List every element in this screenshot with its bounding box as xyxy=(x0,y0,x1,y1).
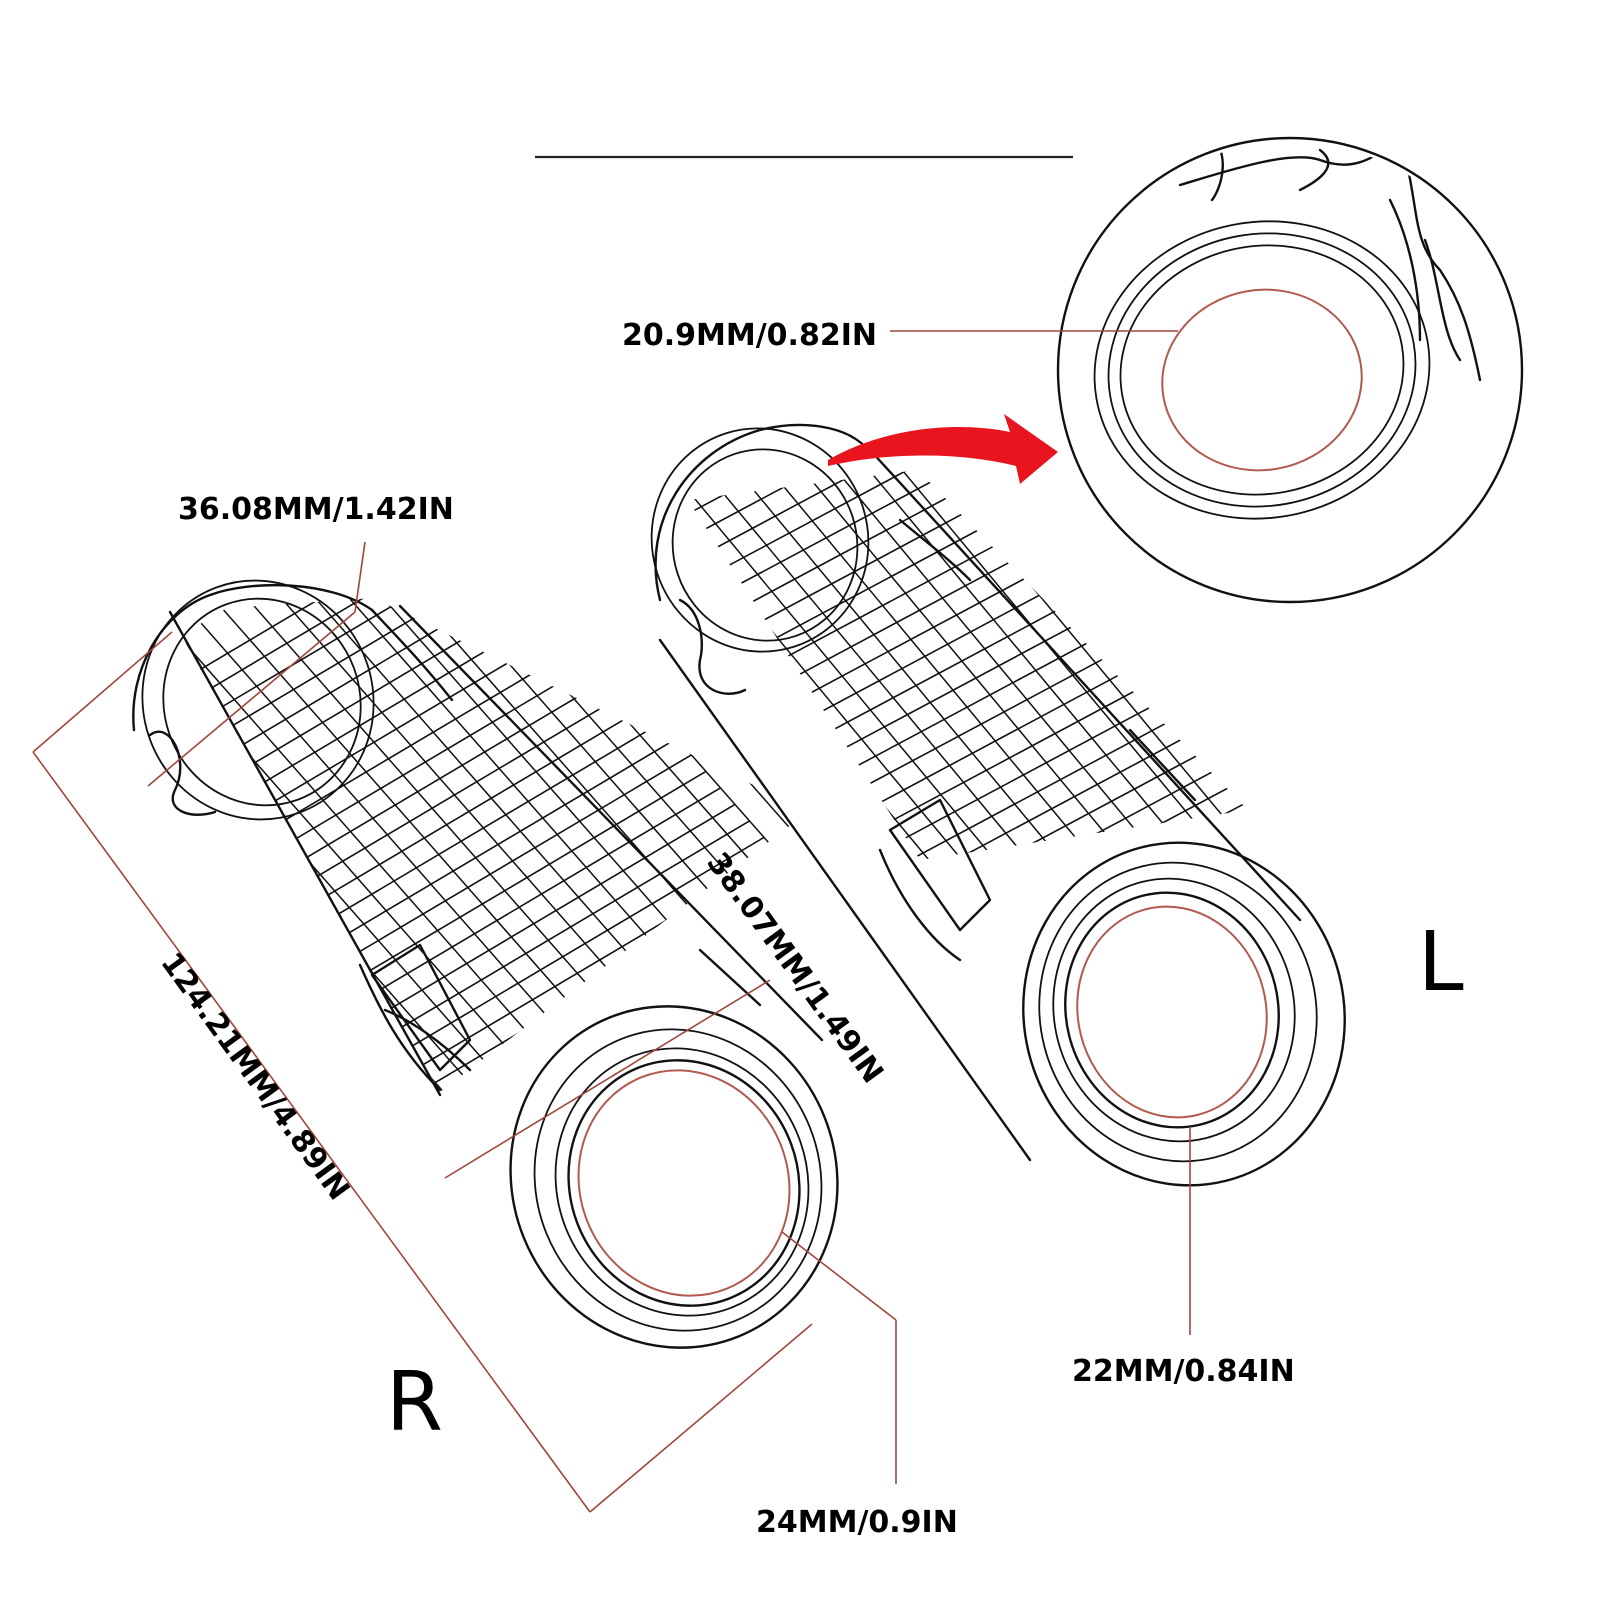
right-grip-inner-diameter-label: 24MM/0.9IN xyxy=(756,1505,958,1540)
right-grip-outer-diameter-label: 38.07MM/1.49IN xyxy=(700,846,890,1090)
right-grip-length-label: 124.21MM/4.89IN xyxy=(154,946,357,1207)
red-arrow-icon xyxy=(828,414,1058,484)
magnified-inner-diameter-label: 20.9MM/0.82IN xyxy=(622,318,877,353)
right-grip-drawing xyxy=(132,579,839,1349)
magnified-end-view xyxy=(1056,136,1524,604)
dimension-lines xyxy=(32,330,1191,1513)
left-grip-inner-diameter-label: 22MM/0.84IN xyxy=(1072,1354,1295,1389)
right-grip-tread xyxy=(168,598,808,1092)
left-side-label: L xyxy=(1418,915,1464,1010)
right-grip-end-diameter-label: 36.08MM/1.42IN xyxy=(178,492,454,527)
left-grip-tread xyxy=(688,470,1248,860)
right-side-label: R xyxy=(386,1355,443,1450)
